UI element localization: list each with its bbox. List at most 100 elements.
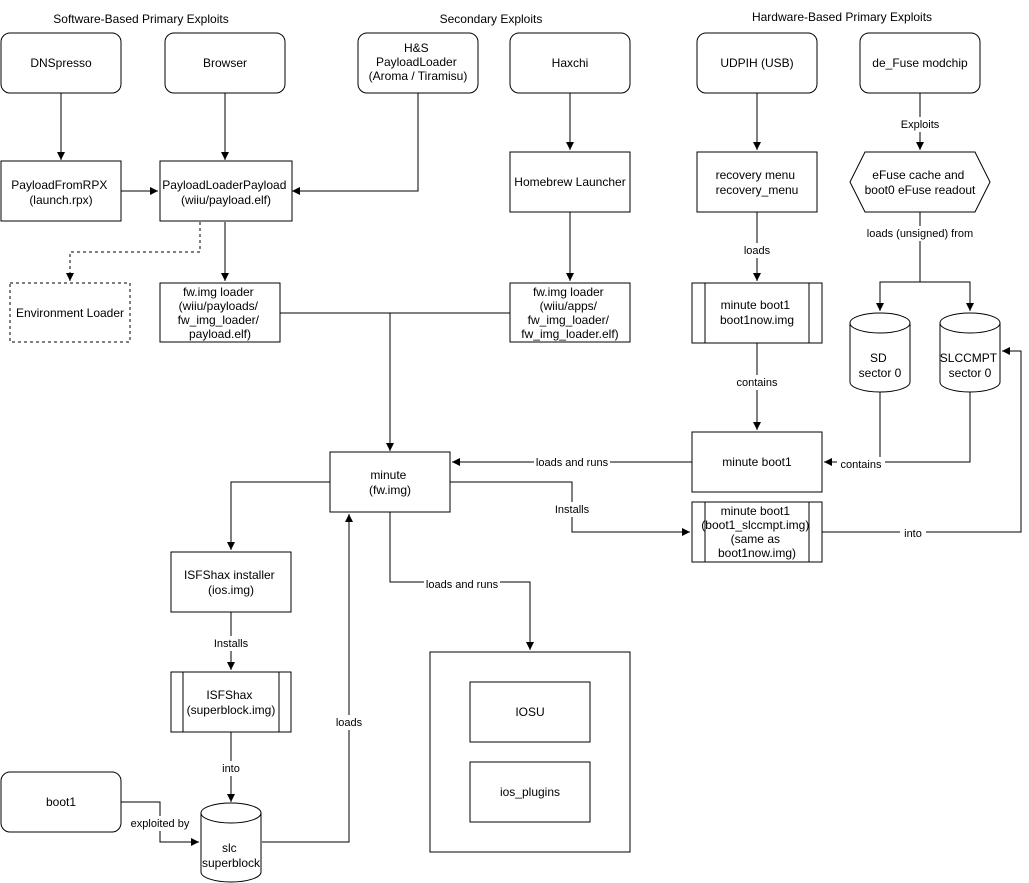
node-envloader-line: Environment Loader <box>16 306 124 320</box>
edge-label-loads: loads <box>744 245 771 257</box>
svg-text:ISFShax installer (ios.i: ISFShax installer (ios.img) <box>184 568 278 597</box>
svg-text:boot1: boot1 <box>46 795 76 809</box>
edge-label-exploited-by: exploited by <box>131 818 190 830</box>
node-fwl2-line-3: fw_img_loader/ <box>528 313 610 327</box>
edge-label-loads-2: loads <box>336 717 363 729</box>
edge-efuse-sd <box>876 212 921 311</box>
node-payloadfromrpx: PayloadFromRPX (launch.rpx) <box>0 160 122 222</box>
node-slc-line-1: slc <box>222 841 237 855</box>
edge-slccmpt-minuteboot1 <box>880 392 971 463</box>
header-secondary: Secondary Exploits <box>440 12 543 26</box>
node-slccmpt-line-2: sector 0 <box>949 366 992 380</box>
header-software: Software-Based Primary Exploits <box>53 12 228 26</box>
node-sd: SD sector 0 <box>849 312 911 393</box>
node-plp-line-1: PayloadLoaderPayload <box>162 178 286 192</box>
svg-text:PayloadFromRPX (launch.r: PayloadFromRPX (launch.rpx) <box>11 178 110 207</box>
node-dnspresso-line: DNSpresso <box>30 56 92 70</box>
svg-text:DNSpresso: DNSpresso <box>30 56 92 70</box>
svg-text:SLCCMPT sector 0: SLCCMPT sector 0 <box>940 351 1000 380</box>
svg-text:slc superblock: slc superblock <box>202 841 261 870</box>
node-isfshax-line-2: (superblock.img) <box>187 703 276 717</box>
svg-text:Homebrew Launcher: Homebrew Launcher <box>514 175 625 189</box>
edge-minute-isfshaxinstaller <box>227 481 330 550</box>
node-payloadfromrpx-line-1: PayloadFromRPX <box>11 178 107 192</box>
node-minute-boot1-line: minute boot1 <box>722 455 792 469</box>
edge-label-into-1: into <box>904 528 922 540</box>
svg-text:Haxchi: Haxchi <box>552 56 589 70</box>
node-isfshax-line-1: ISFShax <box>206 688 252 702</box>
svg-text:SD sector 0: SD sector 0 <box>859 351 902 380</box>
node-iosplugins-line: ios_plugins <box>500 785 560 799</box>
node-browser-line: Browser <box>203 56 247 70</box>
node-hs-line-3: (Aroma / Tiramisu) <box>369 69 468 83</box>
node-de-fuse-line: de_Fuse modchip <box>872 56 968 70</box>
node-boot1slc-line-3: (same as <box>731 532 780 546</box>
svg-text:recovery menu recovery_m: recovery menu recovery_menu <box>716 168 799 197</box>
svg-text:minute boot1 boot1now.im: minute boot1 boot1now.img <box>720 298 794 327</box>
node-minute-boot1: minute boot1 <box>691 431 823 493</box>
svg-text:ISFShax (superblock.img): ISFShax (superblock.img) <box>187 688 276 717</box>
node-payloadloaderpayload: PayloadLoaderPayload (wiiu/payload.elf) <box>159 160 293 222</box>
edge-label-loads-unsigned-from: loads (unsigned) from <box>867 228 973 240</box>
svg-text:Environment Loader: Environment Loader <box>16 306 124 320</box>
node-fwl1-line-3: fw_img_loader/ <box>178 313 260 327</box>
node-fwl1-line-2: (wiiu/payloads/ <box>179 299 259 313</box>
node-boot1slc-line-1: minute boot1 <box>721 504 791 518</box>
node-efuse-line-1: eFuse cache and <box>872 168 964 182</box>
svg-text:de_Fuse modchip: de_Fuse modchip <box>872 56 968 70</box>
node-sd-line-1: SD <box>870 351 887 365</box>
node-ios-plugins: ios_plugins <box>469 761 591 823</box>
node-isfinst-line-1: ISFShax installer <box>184 568 275 582</box>
edge-label-into-2: into <box>222 763 240 775</box>
edge-label-exploits: Exploits <box>901 119 940 131</box>
edge-label-loads-and-runs-2: loads and runs <box>426 579 499 591</box>
edge-label-contains-2: contains <box>841 459 882 471</box>
edge-payloadloaderpayload-envloader <box>66 222 201 281</box>
header-hardware: Hardware-Based Primary Exploits <box>752 10 932 24</box>
node-boot1now-line-2: boot1now.img <box>720 313 794 327</box>
node-homebrew-launcher: Homebrew Launcher <box>509 151 631 213</box>
node-hs-line-2: PayloadLoader <box>376 55 457 69</box>
edge-fwimgloader1-minute <box>280 312 394 451</box>
svg-text:fw.img loader (wiiu/payl: fw.img loader (wiiu/payloads/ fw_img_loa… <box>178 285 263 341</box>
node-slc-line-2: superblock <box>202 856 261 870</box>
node-browser: Browser <box>164 32 286 94</box>
node-plp-line-2: (wiiu/payload.elf) <box>181 193 271 207</box>
node-recovery-menu: recovery menu recovery_menu <box>696 151 818 213</box>
node-recovery-line-1: recovery menu <box>716 168 795 182</box>
node-efuse: eFuse cache and boot0 eFuse readout <box>849 151 991 213</box>
node-fwl2-line-4: fw_img_loader.elf) <box>521 327 618 341</box>
edge-label-installs-1: Installs <box>555 504 590 516</box>
svg-text:Browser: Browser <box>203 56 247 70</box>
node-iosu-line: IOSU <box>515 705 544 719</box>
node-slc-superblock: slc superblock <box>200 802 262 883</box>
node-slccmpt: SLCCMPT sector 0 <box>939 312 1001 393</box>
svg-text:PayloadLoaderPayload (wi: PayloadLoaderPayload (wiiu/payload.elf) <box>162 178 289 207</box>
node-fwl2-line-2: (wiiu/apps/ <box>540 299 598 313</box>
edge-labels: Exploits loads (unsigned) from loads con… <box>128 117 978 831</box>
node-boot1now-line-1: minute boot1 <box>721 298 791 312</box>
node-minute-line-1: minute <box>370 468 406 482</box>
edge-label-loads-and-runs-1: loads and runs <box>536 457 609 469</box>
node-boot1: boot1 <box>0 771 122 833</box>
node-environment-loader: Environment Loader <box>9 282 131 343</box>
node-udpih-line: UDPIH (USB) <box>720 56 793 70</box>
node-minute: minute (fw.img) <box>329 451 451 513</box>
node-efuse-line-2: boot0 eFuse readout <box>865 183 976 197</box>
edge-hs-payloadloaderpayload <box>292 93 419 195</box>
node-isfinst-line-2: (ios.img) <box>208 583 254 597</box>
node-haxchi-line: Haxchi <box>552 56 589 70</box>
edge-label-contains-1: contains <box>737 377 778 389</box>
node-boot1-line: boot1 <box>46 795 76 809</box>
svg-text:UDPIH (USB): UDPIH (USB) <box>720 56 793 70</box>
svg-text:ios_plugins: ios_plugins <box>500 785 560 799</box>
node-haxchi: Haxchi <box>509 32 631 94</box>
node-isfshax: ISFShax (superblock.img) <box>170 671 292 733</box>
node-payloadfromrpx-line-2: (launch.rpx) <box>29 193 92 207</box>
svg-text:IOSU: IOSU <box>515 705 544 719</box>
node-minute-boot1-now: minute boot1 boot1now.img <box>691 282 823 344</box>
svg-text:minute (fw.img): minute (fw.img) <box>369 468 411 497</box>
node-fw-img-loader-2: fw.img loader (wiiu/apps/ fw_img_loader/… <box>509 282 631 343</box>
node-hbl-line: Homebrew Launcher <box>514 175 625 189</box>
